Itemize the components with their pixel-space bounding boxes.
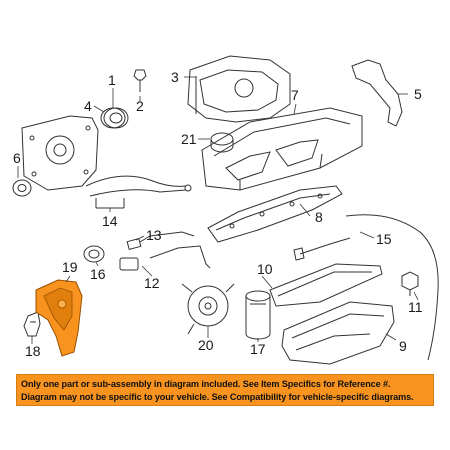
callout-4: 4 bbox=[84, 98, 92, 114]
pan-plug-part bbox=[23, 311, 41, 337]
callout-16: 16 bbox=[90, 266, 106, 282]
callout-10: 10 bbox=[257, 261, 273, 277]
sensor-part bbox=[126, 231, 195, 251]
seal-part bbox=[12, 179, 32, 197]
leader-lines bbox=[17, 76, 419, 344]
callout-7: 7 bbox=[291, 87, 299, 103]
highlighted-part-19 bbox=[35, 279, 83, 357]
disclaimer-banner: Only one part or sub-assembly in diagram… bbox=[16, 374, 434, 406]
callout-9: 9 bbox=[399, 338, 407, 354]
oil-pan-part bbox=[281, 301, 395, 365]
timing-cover-part bbox=[21, 115, 99, 191]
valve-gasket-part bbox=[207, 185, 343, 243]
oil-filter-part bbox=[245, 290, 271, 340]
pickup-tube-part bbox=[119, 245, 211, 271]
callout-6: 6 bbox=[13, 150, 21, 166]
oil-pan-gasket-part bbox=[269, 263, 383, 307]
bolt-part bbox=[133, 69, 147, 92]
front-cover-part bbox=[187, 55, 291, 123]
callout-13: 13 bbox=[146, 227, 162, 243]
pump-gasket-part bbox=[83, 245, 105, 263]
dipstick-part bbox=[293, 214, 439, 361]
disclaimer-line-1: Only one part or sub-assembly in diagram… bbox=[21, 379, 391, 389]
valve-cover-part bbox=[201, 107, 363, 191]
callout-19: 19 bbox=[62, 259, 78, 275]
callout-12: 12 bbox=[144, 275, 160, 291]
callout-1: 1 bbox=[108, 72, 116, 88]
callout-5: 5 bbox=[414, 86, 422, 102]
pulley-part bbox=[100, 107, 129, 129]
dipstick-tube-part bbox=[85, 175, 192, 209]
callout-2: 2 bbox=[136, 98, 144, 114]
disclaimer-line-2: Diagram may not be specific to your vehi… bbox=[21, 392, 414, 402]
callout-18: 18 bbox=[25, 343, 41, 359]
callout-20: 20 bbox=[198, 337, 214, 353]
callout-17: 17 bbox=[250, 341, 266, 357]
callout-14: 14 bbox=[102, 213, 118, 229]
callout-21: 21 bbox=[181, 131, 197, 147]
cover-gasket-part bbox=[351, 59, 403, 127]
callout-3: 3 bbox=[171, 69, 179, 85]
callout-8: 8 bbox=[315, 209, 323, 225]
callout-11: 11 bbox=[408, 299, 423, 315]
drain-plug-part bbox=[401, 271, 419, 296]
oil-cap-part bbox=[210, 132, 234, 153]
callout-15: 15 bbox=[376, 231, 392, 247]
